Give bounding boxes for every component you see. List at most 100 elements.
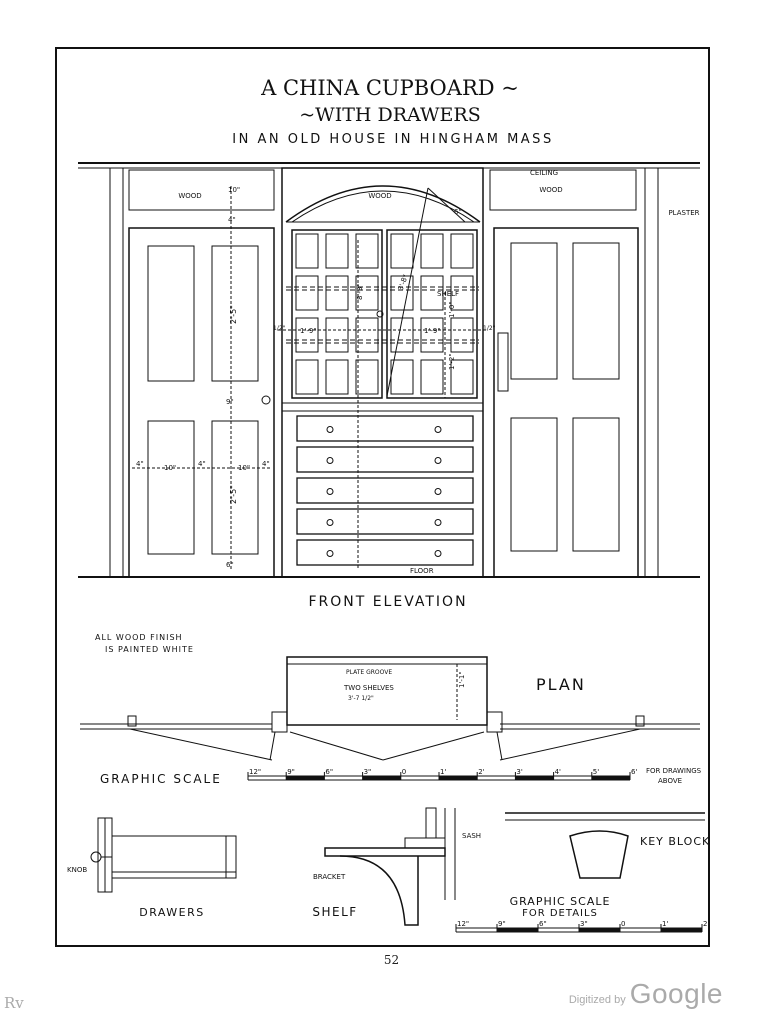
dim-10-a: 10" [164,464,176,472]
glass-pane [390,317,414,353]
glass-pane [295,233,319,269]
dim-10-b: 10" [238,464,250,472]
scale-tick-label: 1' [440,768,446,776]
shelf-detail [324,807,456,926]
dim-6: 6" [226,561,234,569]
label-ceiling: CEILING [530,169,558,177]
finish-note-line-2: IS PAINTED WHITE [105,645,194,654]
drawer-front [296,539,474,566]
drawer-knob [434,550,442,557]
sash-label: SASH [462,832,481,840]
label-shelf: SHELF [437,290,459,298]
glass-pane [450,359,474,395]
dim-1-9-left: 1'-9" [300,327,317,335]
drawer-front [296,508,474,535]
plan-two-shelves: TWO SHELVES [343,684,394,692]
glass-pane [325,359,349,395]
glass-pane [355,317,379,353]
scale-segment [497,928,538,932]
scale-tick-label: 0 [402,768,406,776]
detail-scale-line-1: GRAPHIC SCALE [510,895,611,908]
drawer-knob [326,519,334,526]
drawers-detail [90,817,237,893]
finish-note-line-1: ALL WOOD FINISH [95,633,183,642]
drawer-front [296,446,474,473]
plan-view [80,656,700,761]
drawer-front [296,477,474,504]
scale-tick-label: 12" [249,768,261,776]
scale-tick-label: 12" [457,920,469,928]
glazed-door-panes [295,233,474,395]
scale-tick-label: 9" [287,768,295,776]
dim-1-2: 1'-2" [448,353,456,370]
plan-shelves-dim: 3'-7 1/2" [348,695,374,702]
scale-segment [661,928,702,932]
drawer-front [296,415,474,442]
glass-pane [325,233,349,269]
glass-pane [325,275,349,311]
shelf-caption: SHELF [312,905,357,919]
front-elevation-caption: FRONT ELEVATION [308,594,467,610]
detail-scale-line-2: FOR DETAILS [522,908,598,919]
scale-tick-label: 5' [593,768,599,776]
glass-pane [355,233,379,269]
drawer-stack [296,415,474,566]
dim-9: 9" [226,398,234,406]
scale-tick-label: 6' [631,768,637,776]
glass-pane [295,275,319,311]
watermark-brand: Google [629,978,723,1009]
glass-pane [420,359,444,395]
drawer-knob [434,426,442,433]
scale-tick-label: 3" [364,768,372,776]
glass-pane [355,275,379,311]
dim-1-9-right: 1'-9" [424,327,441,335]
scale-tick-label: 3" [580,920,588,928]
dim-8-3: 8'-3" [356,283,364,300]
bracket-label: BRACKET [313,873,346,881]
dim-4-a: 4" [136,460,144,468]
scale-tick-label: 2' [703,920,709,928]
dim-2-5-lower: 2'-5" [229,485,238,504]
glass-pane [450,317,474,353]
dim-2-5-upper: 2'-5" [229,305,238,324]
elevation-details [132,186,488,570]
scale-segment [579,928,620,932]
label-wood-right: WOOD [539,186,562,194]
scale-tick-label: 6" [539,920,547,928]
glass-pane [390,275,414,311]
drawer-knob [326,426,334,433]
key-block-detail [505,812,705,879]
scale-tick-label: 3' [516,768,522,776]
plan-depth-dim: 1'-1" [458,671,466,688]
drawer-knob [434,519,442,526]
corner-mark: Rv [4,994,24,1012]
plan-caption: PLAN [536,675,586,694]
label-wood-left: WOOD [178,192,201,200]
scale-segment [591,776,630,780]
label-plaster: PLASTER [668,209,699,217]
page-number: 52 [383,953,400,967]
drawer-knob [434,488,442,495]
dim-half-right: 1/2" [483,325,496,332]
glass-pane [325,317,349,353]
dim-4-c: 4" [262,460,270,468]
dim-4-b: 4" [198,460,206,468]
scale-tick-label: 1' [662,920,668,928]
glass-pane [420,317,444,353]
dim-half-left: 1/2" [273,325,286,332]
scale-segment [286,776,325,780]
dim-6-arch: 6" [454,208,462,216]
label-floor: FLOOR [410,567,434,575]
scale-tick-label: 9" [498,920,506,928]
glass-pane [390,359,414,395]
drawer-knob [434,457,442,464]
graphic-scale-label: GRAPHIC SCALE [100,772,222,786]
front-elevation [78,162,700,578]
dim-1-0: 1'-0" [448,301,456,318]
title-line-3: IN AN OLD HOUSE IN HINGHAM MASS [232,132,553,147]
dim-10-top: 10" [228,186,240,194]
drawer-knob [326,488,334,495]
scale-note-line-1: FOR DRAWINGS [646,767,702,775]
